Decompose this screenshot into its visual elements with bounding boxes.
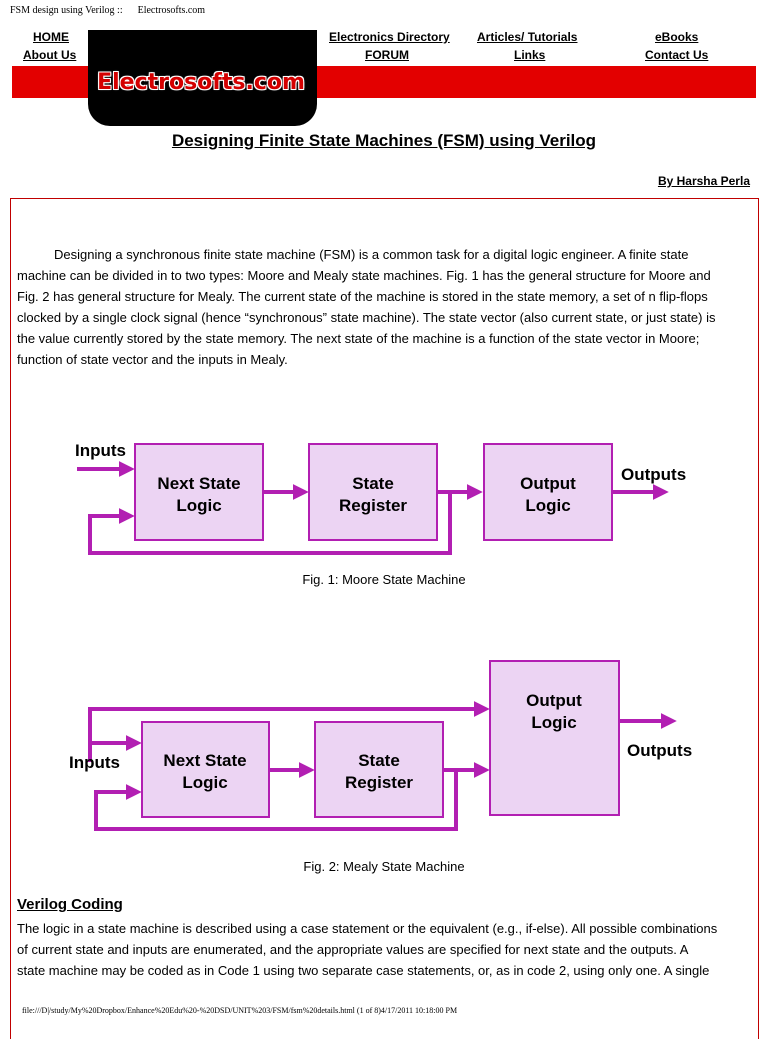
intro-line: Fig. 2 has general structure for Mealy. … [17,289,708,304]
fig1-outputs-label: Outputs [621,465,686,484]
fig1-block2-line1: State [352,474,394,493]
fig2-block3-line1: Output [526,691,582,710]
fig1-output-logic-block [483,443,613,541]
fig1-block1-line2: Logic [176,496,221,515]
intro-line: Designing a synchronous finite state mac… [54,247,689,262]
fig1-block2-line2: Register [339,496,407,515]
fig2-state-register-block [314,721,444,818]
coding-paragraph: The logic in a state machine is describe… [17,918,744,981]
fig2-block3-line2: Logic [531,713,576,732]
intro-line: function of state vector and the inputs … [17,352,288,367]
fig1-block3-line2: Logic [525,496,570,515]
nav-forum-link[interactable]: FORUM [365,48,409,62]
intro-line: clocked by a single clock signal (hence … [17,310,716,325]
browser-title-bar: FSM design using Verilog :: Electrosofts… [10,5,205,16]
nav-home-link[interactable]: HOME [33,30,69,44]
fig1-caption: Fig. 1: Moore State Machine [302,572,466,587]
article-content-box [10,198,759,1039]
browser-site-text: Electrosofts.com [137,5,206,16]
author-byline[interactable]: By Harsha Perla [657,174,750,188]
intro-line: machine can be divided in to two types: … [17,268,711,283]
fig2-output-logic-block [489,660,620,816]
coding-line: of current state and inputs are enumerat… [17,942,689,957]
section-heading-verilog-coding: Verilog Coding [17,896,123,913]
fig2-block1-line1: Next State [163,751,246,770]
site-logo-box[interactable] [88,30,317,126]
fig2-block1-line2: Logic [182,773,227,792]
fig2-block2-line1: State [358,751,400,770]
fig2-outputs-label: Outputs [627,741,692,760]
nav-ebooks-link[interactable]: eBooks [655,30,699,44]
nav-articles-link[interactable]: Articles/ Tutorials [477,30,578,44]
fig1-feedback-arrow [88,492,452,555]
fig2-next-state-block [141,721,270,818]
fig1-next-state-block [134,443,264,541]
page-title: Designing Finite State Machines (FSM) us… [171,131,597,150]
nav-links-link[interactable]: Links [514,48,546,62]
browser-title-text: FSM design using Verilog :: [10,5,123,16]
fig2-inputs-label: Inputs [69,753,120,772]
fig2-feedback-arrow [94,770,458,831]
intro-paragraph: Designing a synchronous finite state mac… [17,244,744,370]
fig1-state-register-block [308,443,438,541]
fig1-block3-line1: Output [520,474,576,493]
coding-line: The logic in a state machine is describe… [17,921,718,936]
page-footer-path: file:///D|/study/My%20Dropbox/Enhance%20… [22,1006,458,1015]
fig2-caption: Fig. 2: Mealy State Machine [303,859,465,874]
intro-line: the value currently stored by the state … [17,331,700,346]
fig1-inputs-label: Inputs [75,441,126,460]
nav-directory-link[interactable]: Electronics Directory [329,30,450,44]
nav-about-link[interactable]: About Us [23,48,77,62]
nav-contact-link[interactable]: Contact Us [645,48,709,62]
site-logo-text[interactable]: Electrosofts.com [97,70,305,95]
fig2-block2-line2: Register [345,773,413,792]
fig1-block1-line1: Next State [157,474,240,493]
coding-line: state machine may be coded as in Code 1 … [17,963,710,978]
